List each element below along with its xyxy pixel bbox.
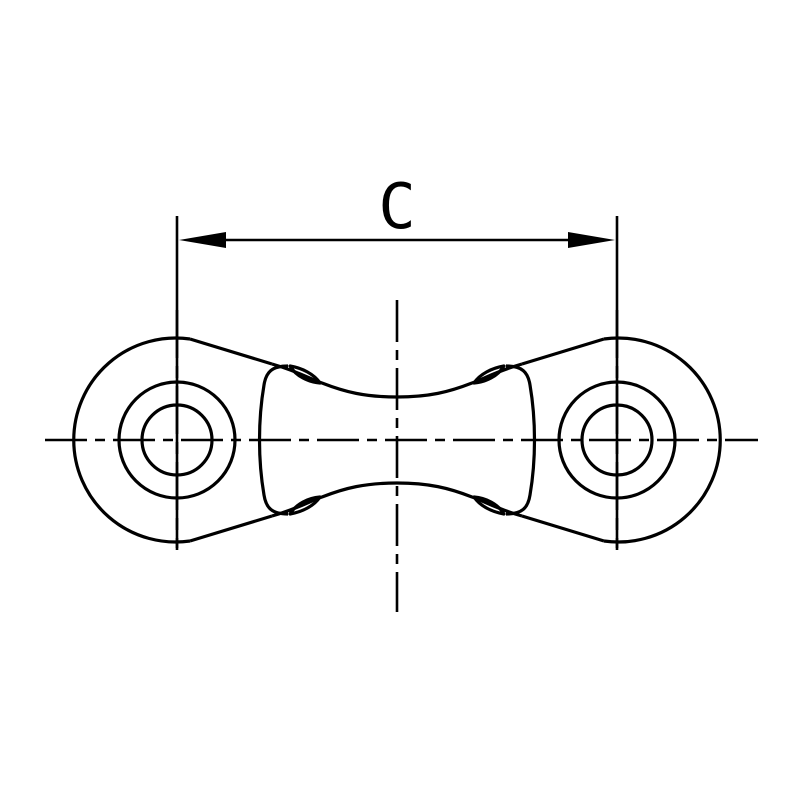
fillet-top-right bbox=[472, 364, 506, 385]
arrowhead-left-icon bbox=[179, 232, 226, 248]
fillet-bottom-left bbox=[288, 495, 322, 516]
fillet-bottom-right bbox=[472, 495, 506, 516]
dimension-line bbox=[179, 232, 615, 248]
fillet-top-left bbox=[288, 364, 322, 385]
dimension-label: C bbox=[378, 170, 415, 243]
arrowhead-right-icon bbox=[568, 232, 615, 248]
